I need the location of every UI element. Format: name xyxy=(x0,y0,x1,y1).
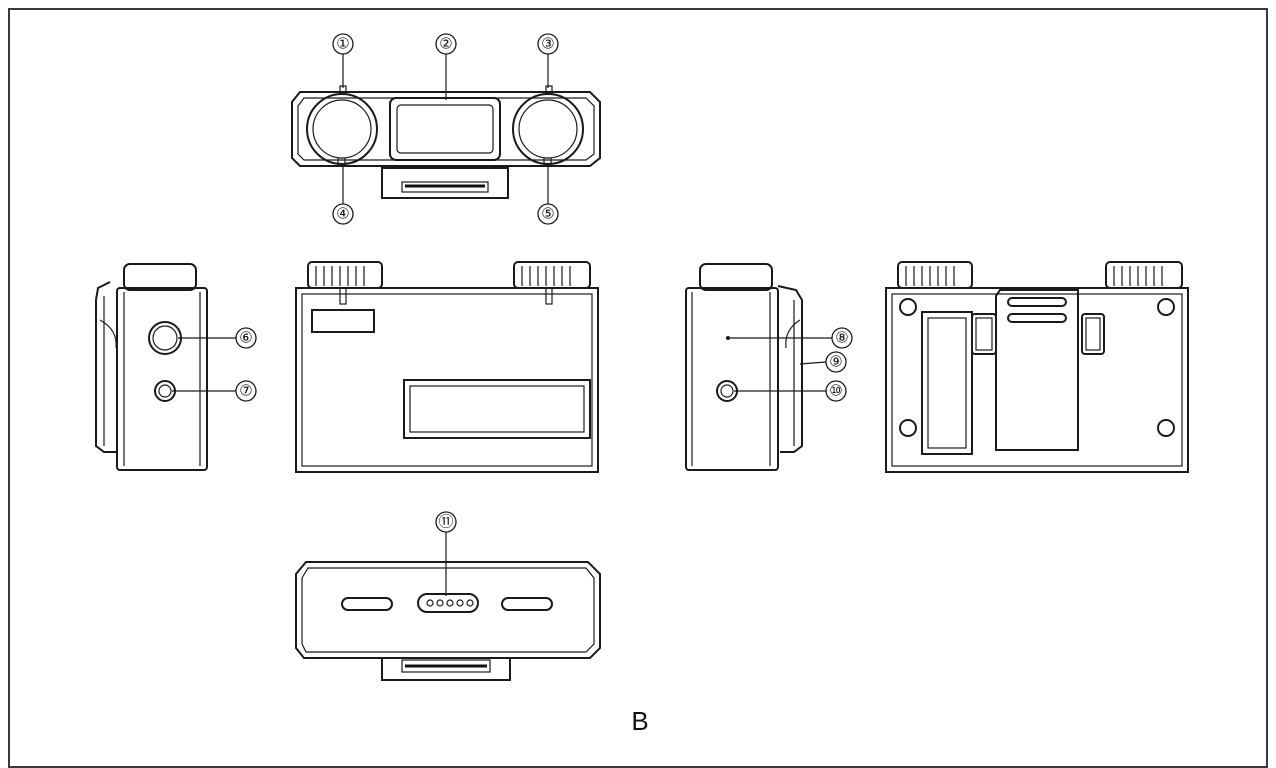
callout-1: ① xyxy=(332,33,354,55)
front-view xyxy=(295,261,599,473)
figure-label: B xyxy=(631,706,649,736)
callout-2-text: ② xyxy=(439,36,452,53)
callout-4-text: ④ xyxy=(336,206,349,223)
left-side-view xyxy=(95,263,208,471)
callout-3-text: ③ xyxy=(541,36,554,53)
callout-7: ⑦ xyxy=(235,380,257,402)
callout-5-text: ⑤ xyxy=(541,206,554,223)
callout-11-text: ⑪ xyxy=(438,514,453,531)
callout-10-text: ⑩ xyxy=(829,383,842,400)
bottom-view xyxy=(295,561,601,681)
callout-11: ⑪ xyxy=(435,511,457,533)
callout-9: ⑨ xyxy=(825,351,847,373)
right-side-view xyxy=(685,263,803,471)
callout-8-text: ⑧ xyxy=(835,330,848,347)
callout-3: ③ xyxy=(537,33,559,55)
callout-8: ⑧ xyxy=(831,327,853,349)
callout-7-text: ⑦ xyxy=(239,383,252,400)
callout-6: ⑥ xyxy=(235,327,257,349)
callout-5: ⑤ xyxy=(537,203,559,225)
top-view xyxy=(291,85,601,199)
callout-1-text: ① xyxy=(336,36,349,53)
callout-2: ② xyxy=(435,33,457,55)
callouts: ① ② ③ ④ ⑤ ⑥ ⑦ ⑧ xyxy=(172,33,853,596)
back-view xyxy=(885,261,1189,473)
callout-4: ④ xyxy=(332,203,354,225)
callout-10: ⑩ xyxy=(825,380,847,402)
callout-9-text: ⑨ xyxy=(829,354,842,371)
callout-6-text: ⑥ xyxy=(239,330,252,347)
